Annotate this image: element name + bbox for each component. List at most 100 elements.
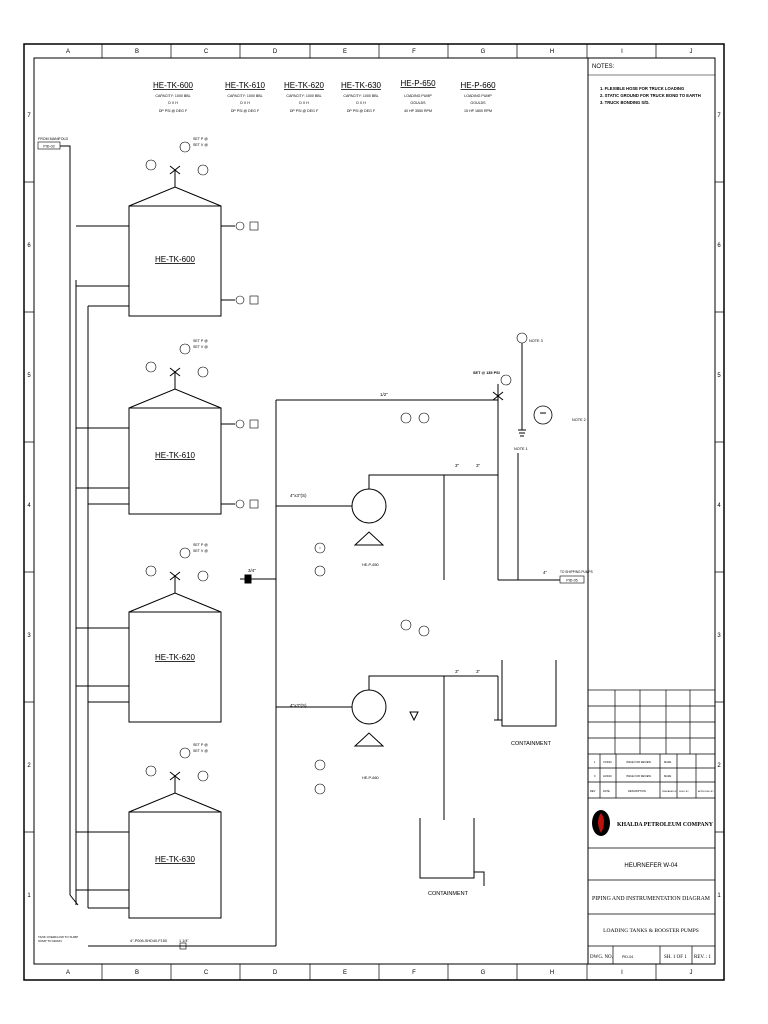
note-3-label: NOTE 3 xyxy=(529,339,543,343)
tank-headers xyxy=(69,280,89,908)
from-manifold: FROM MANIFOLD PID-03 xyxy=(37,137,71,895)
pump-suction: 3/4" xyxy=(240,547,321,584)
equip-hdr-tk620: HE-TK-620 CAPACITY: 1000 BBL D X H DP PS… xyxy=(284,81,325,113)
grid-row-4: 4 xyxy=(27,503,31,509)
grid-col-f: F xyxy=(412,49,416,55)
grid-row-3-right: 3 xyxy=(717,633,721,639)
rev-row-0-date: 4/23/20 xyxy=(603,774,612,778)
equip-tag: HE-P-660 xyxy=(460,81,496,90)
set-v: SET V @ xyxy=(193,143,208,147)
rev-row-1-by: MAZE xyxy=(664,760,671,764)
equip-line1: CAPACITY: 1000 BBL xyxy=(343,94,378,98)
dwg-no-label: DWG. NO. xyxy=(590,955,613,960)
grid-row-3: 3 xyxy=(27,633,31,639)
drawing-title: LOADING TANKS & BOOSTER PUMPS xyxy=(603,928,699,934)
equip-hdr-tk610: HE-TK-610 CAPACITY: 1000 BBL D X H DP PS… xyxy=(225,81,266,113)
company-logo xyxy=(592,810,610,836)
tank-label: HE-TK-610 xyxy=(155,451,196,460)
relief-set: SET @ 135 PSI xyxy=(473,371,500,375)
grid-rows-right: 7 6 5 4 3 2 1 xyxy=(717,113,721,899)
equip-line1: CAPACITY: 1000 BBL xyxy=(286,94,321,98)
tank-overflow-label: TANK OVERFLOW TO SUMP xyxy=(38,935,78,939)
containment-a: CONTAINMENT xyxy=(494,660,557,747)
grid-column-ticks xyxy=(101,44,657,980)
grid-col-c-bottom: C xyxy=(204,970,209,976)
equip-tag: HE-TK-600 xyxy=(153,81,194,90)
set-v: SET V @ xyxy=(193,345,208,349)
grid-col-j: J xyxy=(690,49,693,55)
doc-type: PIPING AND INSTRUMENTATION DIAGRAM xyxy=(592,896,711,902)
size-1-1-4: 1 1/4" xyxy=(179,939,189,943)
grid-row-7: 7 xyxy=(27,113,31,119)
grid-col-g-bottom: G xyxy=(481,970,486,976)
rev-row-1-date: 7/23/20 xyxy=(603,760,612,764)
grid-row-ticks xyxy=(24,181,724,833)
equip-line2: GOULDS xyxy=(410,101,426,105)
rev-row-0-rev: 0 xyxy=(594,774,596,778)
sheet-no: SH. 1 OF 1 xyxy=(664,955,687,960)
tank-label: HE-TK-630 xyxy=(155,855,196,864)
rev-row-1-desc: ISSUE FOR REVIEW xyxy=(626,760,651,764)
pump-tag: HE-P-650 xyxy=(362,563,379,567)
equip-line3: DP PSI @ DEG F xyxy=(347,109,376,113)
size-4: 4" xyxy=(543,570,548,575)
grid-col-h-bottom: H xyxy=(550,970,554,976)
equip-tag: HE-TK-610 xyxy=(225,81,266,90)
size-3-c: 3" xyxy=(455,669,460,674)
grid-col-a-bottom: A xyxy=(66,970,70,976)
containment-label: CONTAINMENT xyxy=(511,741,552,747)
set-v: SET V @ xyxy=(193,749,208,753)
containment-label: CONTAINMENT xyxy=(428,891,469,897)
note-item-3: 3. TRUCK BONDING S/D. xyxy=(600,100,650,105)
equip-line2: GOULDS xyxy=(470,101,486,105)
grid-col-a: A xyxy=(66,49,70,55)
grid-col-b: B xyxy=(135,49,139,55)
facility-name: HEURNEFER W-04 xyxy=(624,863,678,869)
note-item-1: 1. FLEXIBLE HOSE FOR TRUCK LOADING xyxy=(600,86,684,91)
grid-rows-left: 7 6 5 4 3 2 1 xyxy=(27,113,31,899)
equip-line3: DP PSI @ DEG F xyxy=(159,109,188,113)
equip-line1: CAPACITY: 1000 BBL xyxy=(155,94,190,98)
grid-row-1: 1 xyxy=(27,893,31,899)
pump-p660: HE-P-660 4"x3"(S) 3" 3" xyxy=(276,619,498,820)
note-2-label: NOTE 2 xyxy=(572,418,586,422)
note-item-2: 2. STATIC GROUND FOR TRUCK BOND TO EARTH xyxy=(600,93,701,98)
size-3-4: 3/4" xyxy=(248,568,256,573)
grid-col-c: C xyxy=(204,49,209,55)
equip-line2: D X H xyxy=(240,101,250,105)
grid-col-d: D xyxy=(273,49,278,55)
notes-panel: NOTES: 1. FLEXIBLE HOSE FOR TRUCK LOADIN… xyxy=(588,64,715,105)
to-shipping-ref: PID-05 xyxy=(566,579,577,583)
to-shipping-label: TO SHIPPING PUMPS xyxy=(560,570,593,574)
revision-table: 1 7/23/20 ISSUE FOR REVIEW MAZE 0 4/23/2… xyxy=(590,760,714,793)
equip-hdr-tk600: HE-TK-600 CAPACITY: 1000 BBL D X H DP PS… xyxy=(153,81,194,113)
rev-row-0-desc: ISSUE FOR REVIEW xyxy=(626,774,651,778)
containment-b: CONTAINMENT xyxy=(419,818,485,897)
equip-line2: D X H xyxy=(168,101,178,105)
pump-tag: HE-P-660 xyxy=(362,776,379,780)
dwg-no: PID-04 xyxy=(622,955,633,959)
equip-line2: D X H xyxy=(299,101,309,105)
size-3-d: 3" xyxy=(476,669,481,674)
equip-tag: HE-TK-630 xyxy=(341,81,382,90)
grid-row-6: 6 xyxy=(27,243,31,249)
relief-line: 1/2" SET @ 135 PSI xyxy=(276,371,512,480)
header-line-label: 4"-P006-SHD40-F150 xyxy=(130,939,167,943)
bottom-header: 4"-P006-SHD40-F150 1 1/4" xyxy=(88,400,277,950)
equipment-header: HE-TK-600 CAPACITY: 1000 BBL D X H DP PS… xyxy=(153,79,496,113)
equip-line3: 15 HP 1800 RPM xyxy=(464,109,492,113)
rev-hdr-appr: APPROVED BY xyxy=(698,790,714,793)
company-name: KHALDA PETROLEUM COMPANY xyxy=(617,821,713,828)
note-1-label: NOTE 1 xyxy=(514,447,528,451)
tank-tk630: HE-TK-630 SET P @ SET V @ xyxy=(76,743,222,919)
grid-col-g: G xyxy=(481,49,486,55)
rev-hdr-subj: SUBJ. BY xyxy=(679,791,689,793)
equip-line2: D X H xyxy=(356,101,366,105)
set-p: SET P @ xyxy=(193,137,208,141)
size-4x3-b: 4"x3"(S) xyxy=(290,703,307,708)
grid-col-e-bottom: E xyxy=(343,970,347,976)
grid-row-7-right: 7 xyxy=(717,113,721,119)
tank-tk600: HE-TK-600 SET P @ SET V @ xyxy=(76,137,259,317)
grid-row-5: 5 xyxy=(27,373,31,379)
outer-border xyxy=(23,43,725,981)
